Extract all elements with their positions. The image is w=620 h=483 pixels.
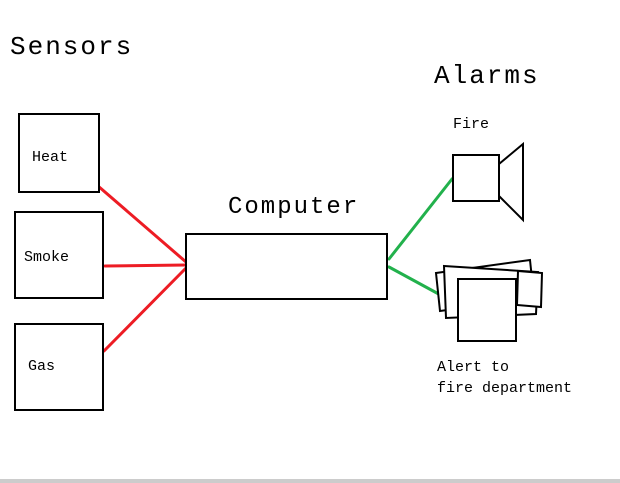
gas-label: Gas bbox=[28, 358, 56, 375]
computer-box bbox=[185, 233, 388, 300]
speaker-horn bbox=[498, 141, 524, 223]
sensors-title: Sensors bbox=[10, 32, 134, 62]
computer-alert-line bbox=[387, 265, 448, 300]
document-front-sheet bbox=[457, 278, 517, 342]
computer-fire-alarm-line bbox=[387, 177, 454, 261]
computer-label: Computer bbox=[228, 194, 360, 221]
heat-computer-line bbox=[96, 184, 188, 264]
alarms-title: Alarms bbox=[434, 61, 540, 91]
alert-label-line2: fire department bbox=[437, 380, 573, 397]
canvas-bottom-edge bbox=[0, 479, 620, 483]
fire-label: Fire bbox=[453, 116, 490, 133]
sensor-box-gas bbox=[14, 323, 104, 411]
sensor-box-smoke bbox=[14, 211, 104, 299]
smoke-label: Smoke bbox=[24, 249, 70, 266]
smoke-computer-line bbox=[103, 263, 188, 268]
sensor-box-heat bbox=[18, 113, 100, 193]
gas-computer-line bbox=[102, 266, 188, 353]
alert-label-line1: Alert to bbox=[437, 359, 510, 376]
alert-label: Alert to fire department bbox=[437, 357, 572, 399]
document-tab bbox=[515, 269, 544, 309]
heat-label: Heat bbox=[32, 149, 69, 166]
fire-alarm-speaker-icon bbox=[452, 141, 524, 223]
alert-documents-icon bbox=[434, 258, 544, 342]
speaker-body bbox=[452, 154, 500, 202]
